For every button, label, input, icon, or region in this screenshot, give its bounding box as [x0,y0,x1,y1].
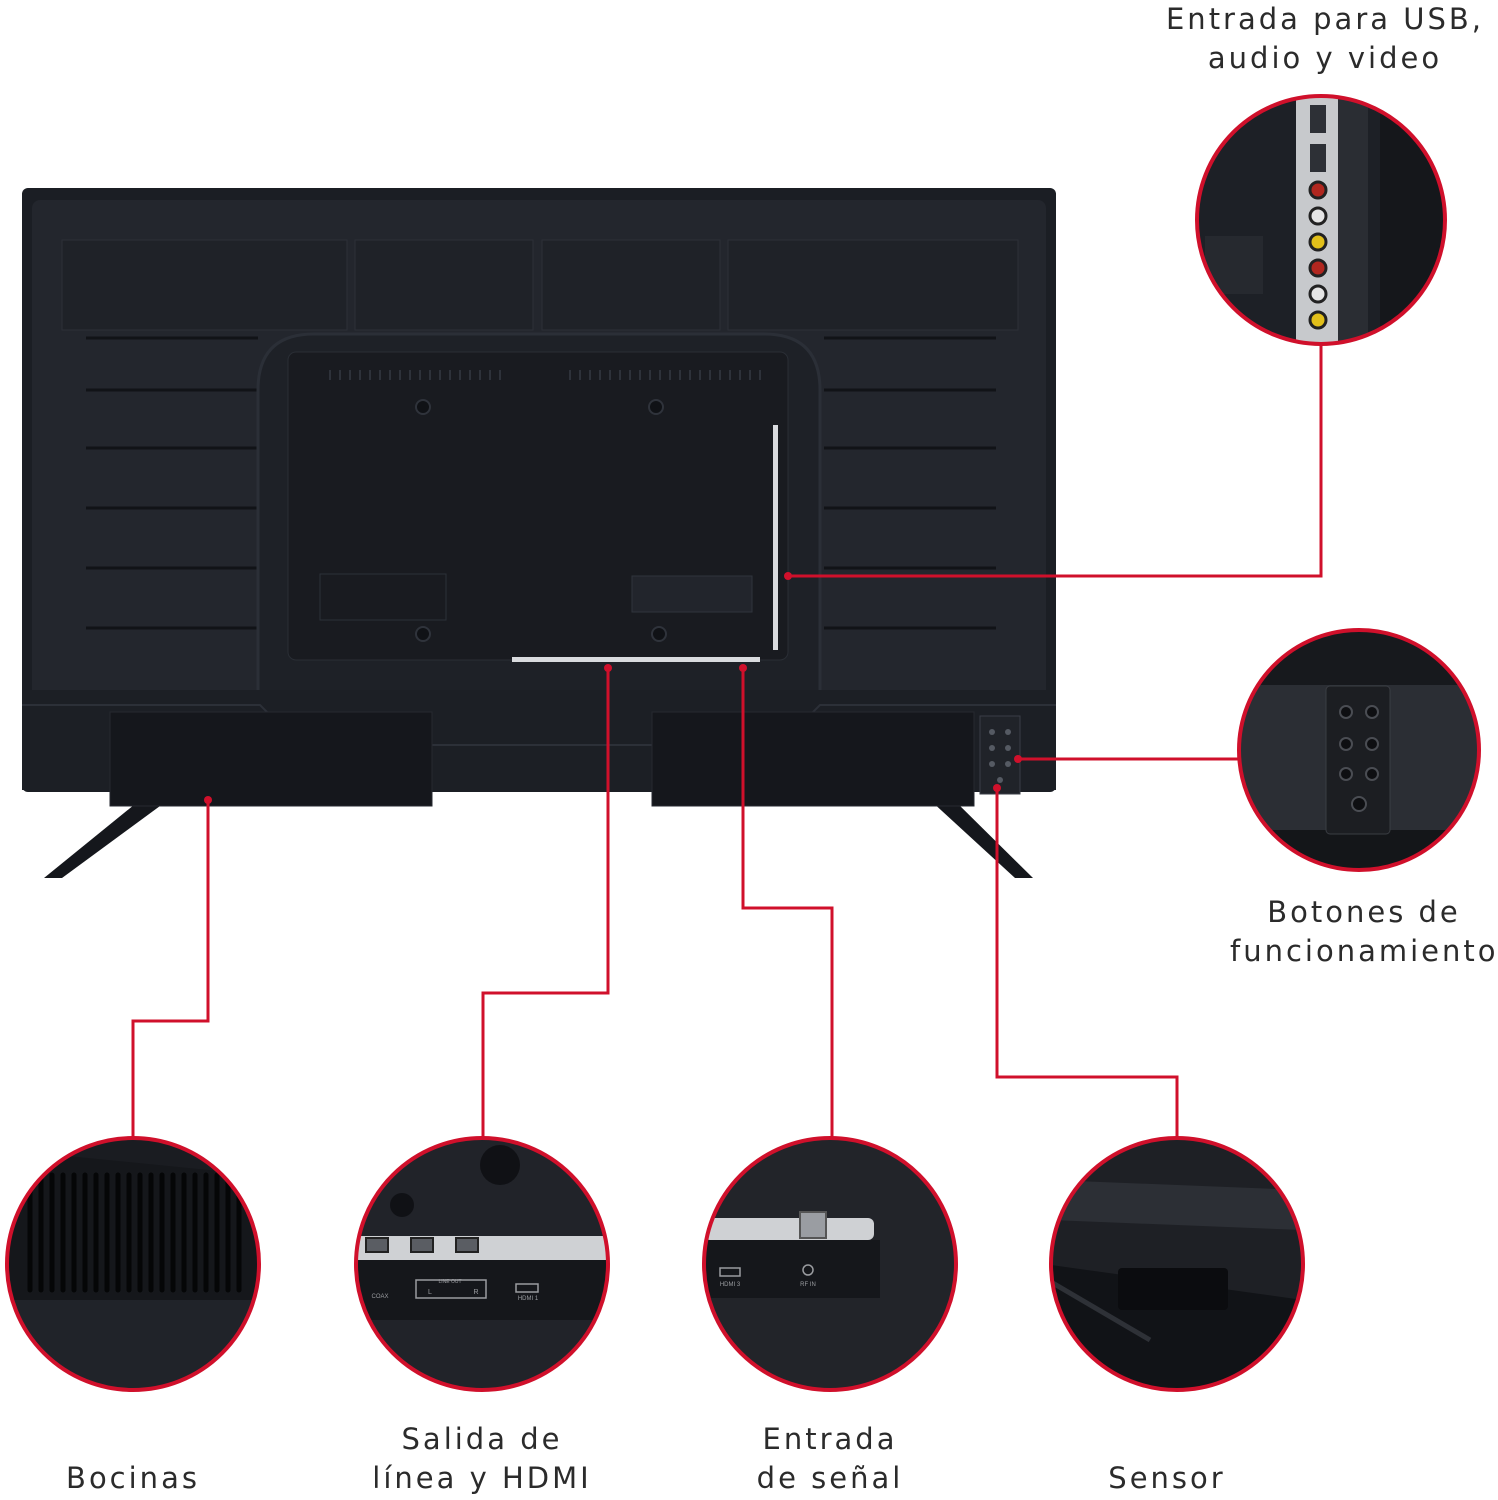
line-out-right-label: R [473,1289,478,1296]
hdmi3-label: HDMI 3 [720,1282,741,1288]
coax-label: COAX [371,1294,388,1300]
callout-connectors [131,344,1323,1138]
speakers-label: Bocinas [33,1459,233,1498]
right-speaker-housing [651,711,975,807]
speakers-connector [131,800,210,1138]
left-speaker-housing [109,711,433,807]
usb-connector [788,344,1323,578]
side-port-strip [773,425,778,650]
line-out-hdmi-label: Salida de línea y HDMI [352,1420,612,1498]
center-panel [287,351,789,661]
signal-in-label: Entrada de señal [720,1420,940,1498]
rf-connector [741,668,834,1138]
signal-in-label-line-1: Entrada [762,1422,898,1456]
bottom-port-strip [512,657,760,662]
signal-in-label-line-2: de señal [756,1461,904,1495]
line-out-hdmi-label-line-1: Salida de [401,1422,563,1456]
line-out-left-label: L [428,1289,432,1296]
sensor-label: Sensor [1067,1459,1267,1498]
sensor-connector [995,788,1179,1138]
speakers-label-line-1: Bocinas [66,1461,200,1495]
ir-sensor-icon [1049,1136,1305,1392]
usb-av-label-line-2: audio y video [1207,41,1443,75]
control-buttons-icon [1237,628,1481,872]
usb-av-label: Entrada para USB, audio y video [1160,0,1490,78]
right-stand [930,798,1033,878]
usb-av-label-line-1: Entrada para USB, [1165,2,1484,36]
hdmi1-label: HDMI 1 [518,1296,539,1302]
rf-input-icon: HDMI 3 RF IN [702,1136,958,1392]
line-out-hdmi-label-line-2: línea y HDMI [372,1461,592,1495]
left-stand [44,800,160,878]
usb-av-ports-icon [1195,94,1447,346]
buttons-label: Botones de funcionamiento [1230,893,1498,971]
rf-in-label: RF IN [800,1282,816,1288]
hdmi-ports-icon: COAX LINE OUT L R HDMI 1 [354,1136,610,1392]
sensor-label-line-1: Sensor [1108,1461,1226,1495]
tv-back-panel [22,188,1056,878]
speaker-grille-icon [5,1136,261,1392]
hdmi-connector [481,668,610,1138]
buttons-label-line-1: Botones de [1267,895,1461,929]
line-out-label: LINE OUT [438,1279,461,1285]
buttons-label-line-2: funcionamiento [1230,934,1498,968]
